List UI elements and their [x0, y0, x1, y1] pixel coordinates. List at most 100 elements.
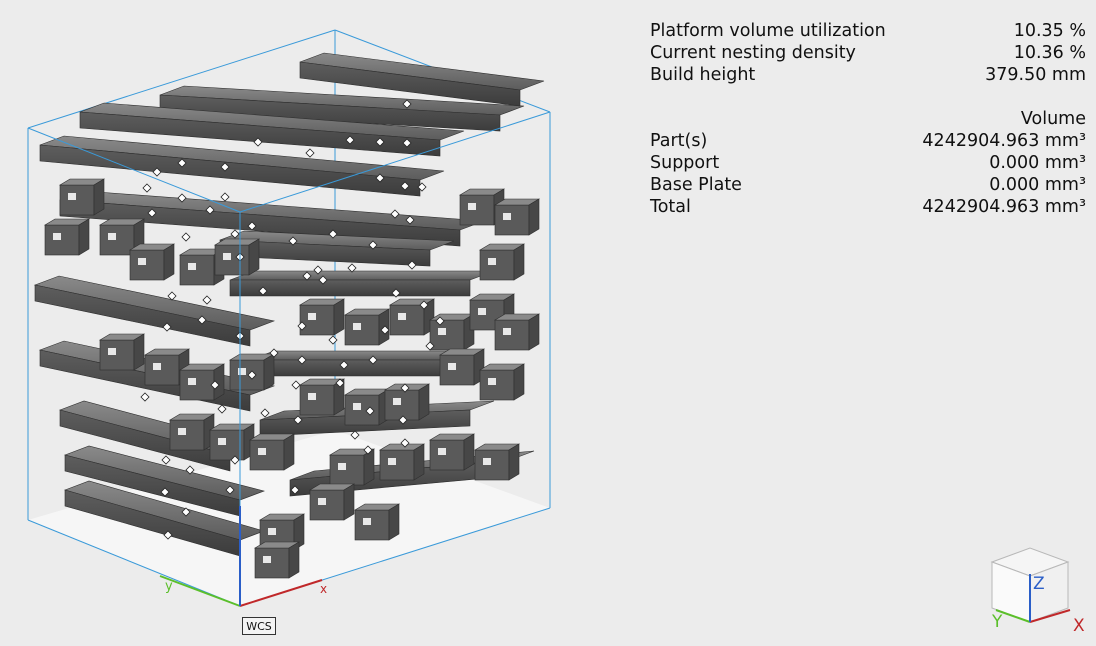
part-marker	[152, 167, 162, 177]
part-marker	[400, 383, 410, 393]
part-box[interactable]	[343, 388, 391, 426]
part-beam[interactable]	[79, 102, 465, 157]
part-box[interactable]	[43, 218, 91, 256]
part-box[interactable]	[378, 443, 426, 481]
part-box[interactable]	[253, 541, 301, 579]
part-marker	[400, 438, 410, 448]
part-marker	[365, 406, 375, 416]
part-marker	[288, 236, 298, 246]
part-marker	[417, 182, 427, 192]
part-marker	[402, 99, 412, 109]
part-beam[interactable]	[229, 270, 495, 297]
part-box[interactable]	[128, 243, 176, 281]
part-marker	[291, 380, 301, 390]
part-marker	[269, 348, 279, 358]
stat-label: Total	[650, 197, 691, 217]
part-marker	[220, 192, 230, 202]
part-marker	[380, 325, 390, 335]
orientation-cube-icon[interactable]: Z X Y	[990, 547, 1085, 636]
wcs-label[interactable]: WCS	[242, 617, 276, 635]
part-box[interactable]	[428, 433, 476, 471]
stat-label: Build height	[650, 65, 756, 85]
part-marker	[197, 315, 207, 325]
part-marker	[328, 335, 338, 345]
part-box[interactable]	[388, 298, 436, 336]
part-marker	[210, 380, 220, 390]
part-marker	[225, 485, 235, 495]
stat-label: Current nesting density	[650, 43, 856, 63]
part-marker	[177, 193, 187, 203]
part-marker	[305, 148, 315, 158]
nested-parts[interactable]	[33, 52, 545, 579]
part-box[interactable]	[178, 248, 226, 286]
part-marker	[293, 415, 303, 425]
part-box[interactable]	[493, 313, 541, 351]
part-marker	[290, 485, 300, 495]
part-marker	[405, 215, 415, 225]
part-box[interactable]	[208, 423, 256, 461]
part-beam[interactable]	[299, 52, 545, 107]
part-box[interactable]	[143, 348, 191, 386]
part-box[interactable]	[98, 218, 146, 256]
wcs-axes: x y	[159, 506, 327, 607]
part-marker	[163, 530, 173, 540]
part-marker	[147, 208, 157, 218]
stat-base-plate-volume: Base Plate 0.000 mm³	[650, 174, 1086, 196]
part-marker	[318, 275, 328, 285]
part-box[interactable]	[328, 448, 376, 486]
part-box[interactable]	[298, 378, 346, 416]
part-box[interactable]	[213, 238, 261, 276]
part-box[interactable]	[353, 503, 401, 541]
part-marker	[407, 260, 417, 270]
part-box[interactable]	[98, 333, 146, 371]
part-box[interactable]	[298, 298, 346, 336]
part-marker	[419, 300, 429, 310]
part-marker	[205, 205, 215, 215]
volume-column-header: Volume	[1020, 109, 1086, 129]
stat-current-nesting-density: Current nesting density 10.36 %	[650, 42, 1086, 64]
part-box[interactable]	[493, 198, 541, 236]
part-marker	[350, 430, 360, 440]
part-marker	[253, 137, 263, 147]
part-marker	[375, 137, 385, 147]
part-box[interactable]	[343, 308, 391, 346]
part-box[interactable]	[478, 363, 526, 401]
part-markers	[140, 99, 445, 540]
part-marker	[202, 295, 212, 305]
part-marker	[260, 408, 270, 418]
part-box[interactable]	[428, 313, 476, 351]
part-marker	[391, 288, 401, 298]
part-marker	[347, 263, 357, 273]
stat-label: Part(s)	[650, 131, 708, 151]
part-marker	[402, 138, 412, 148]
part-beam[interactable]	[249, 350, 475, 377]
part-box[interactable]	[168, 413, 216, 451]
view-cube-axis-y: Y	[991, 612, 1003, 632]
part-beam[interactable]	[33, 275, 276, 347]
part-box[interactable]	[248, 433, 296, 471]
part-marker	[400, 181, 410, 191]
part-marker	[247, 370, 257, 380]
stat-value: 10.36 %	[1013, 43, 1086, 63]
part-beam[interactable]	[159, 85, 525, 132]
stat-value: 10.35 %	[1013, 21, 1086, 41]
part-box[interactable]	[308, 483, 356, 521]
part-marker	[339, 360, 349, 370]
stat-value: 0.000 mm³	[989, 153, 1086, 173]
part-marker	[390, 209, 400, 219]
part-box[interactable]	[473, 443, 521, 481]
part-marker	[297, 321, 307, 331]
part-box[interactable]	[478, 243, 526, 281]
part-box[interactable]	[58, 178, 106, 216]
stat-value: 4242904.963 mm³	[922, 197, 1086, 217]
part-box[interactable]	[438, 348, 486, 386]
part-marker	[328, 229, 338, 239]
part-marker	[142, 183, 152, 193]
stat-parts-volume: Part(s) 4242904.963 mm³	[650, 130, 1086, 152]
stat-value: 0.000 mm³	[989, 175, 1086, 195]
stat-build-height: Build height 379.50 mm	[650, 64, 1086, 86]
part-box[interactable]	[178, 363, 226, 401]
stat-label: Base Plate	[650, 175, 742, 195]
part-marker	[425, 341, 435, 351]
